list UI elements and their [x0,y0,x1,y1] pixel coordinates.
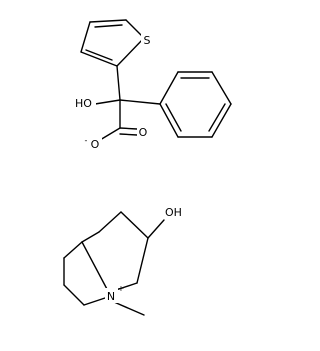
atom-labels: S HO O O - OH N + [74,33,185,303]
carboxylate-charge: - [85,136,88,145]
nitrogen-charge: + [118,284,125,293]
thiophene-sulfur-label: S [144,34,151,47]
central-carbon-bonds [94,65,161,129]
benzene-ring [159,71,232,138]
carboxylate-bonds [99,127,138,141]
carboxylate-oxygen-label: O [91,138,100,151]
chemical-structure: S HO O O - OH N + [63,19,232,316]
structure-canvas: S HO O O - OH N + [63,19,232,316]
bicyclic-ring [63,211,165,316]
hydroxyl-label-lower: OH [165,206,182,219]
thiophene-ring [80,19,145,67]
hydroxyl-label-upper: HO [75,97,92,110]
carbonyl-oxygen-label: O [139,126,148,139]
nitrogen-label: N [107,290,115,303]
